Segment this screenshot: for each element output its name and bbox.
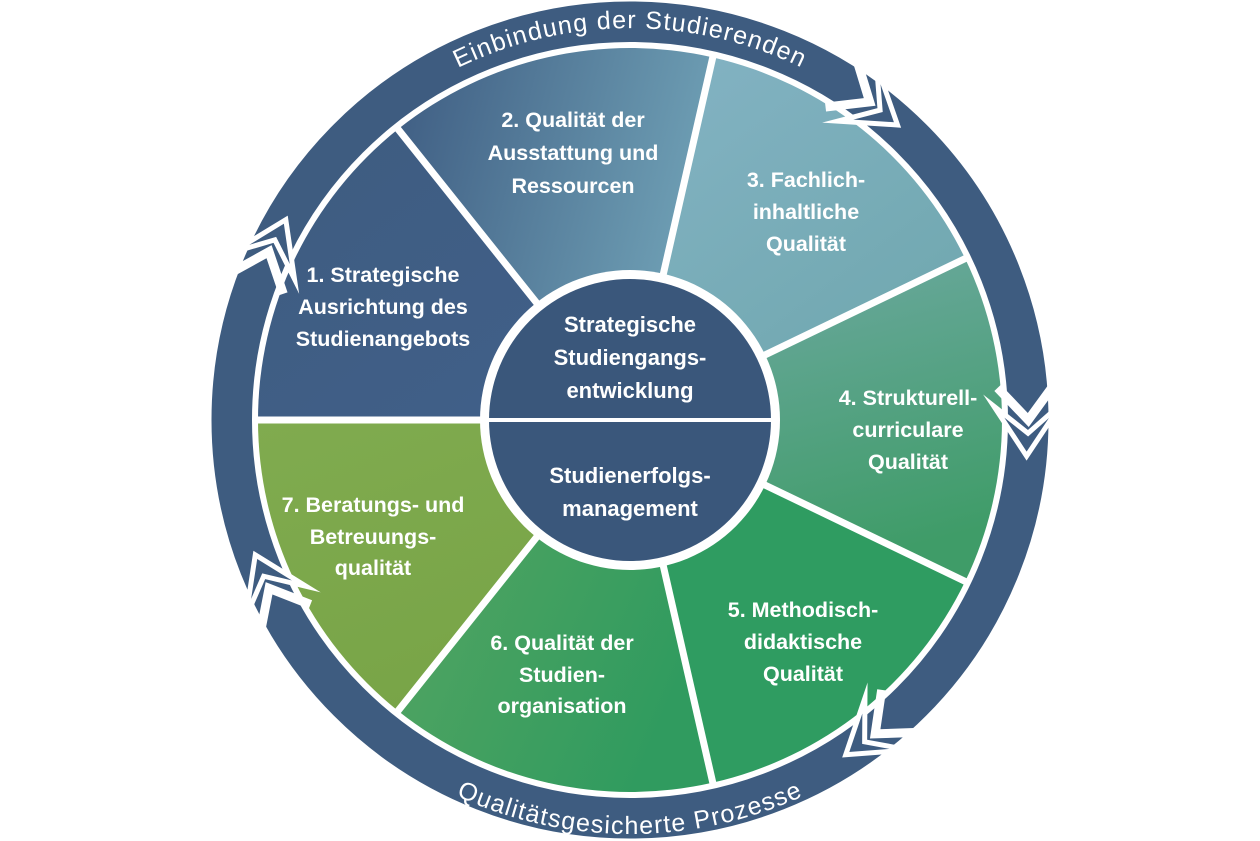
segment-divider-2 xyxy=(392,123,547,315)
segment-divider-3 xyxy=(657,52,718,287)
clockwise-arrowhead-icon-5 xyxy=(214,215,300,294)
segment-divider-4 xyxy=(752,253,971,364)
clockwise-arrowhead-icon-2 xyxy=(983,388,1075,461)
arrow-gap-chevron-1 xyxy=(825,56,876,112)
arrow-gap-chevron-5 xyxy=(226,245,288,296)
arrow-gap-chevron-2 xyxy=(994,380,1060,428)
clockwise-arrowhead-icon-1 xyxy=(822,46,902,128)
hub-bottom-label: Studienerfolgs-management xyxy=(549,463,710,521)
segment-divider-7 xyxy=(392,525,547,717)
segment-4-wedge xyxy=(630,258,1002,582)
segment-divider-6 xyxy=(657,553,718,788)
clockwise-arrowhead-icon-3 xyxy=(842,682,929,758)
arrow-gap-chevron-3 xyxy=(869,689,922,739)
cycle-arrows-layer xyxy=(214,46,1075,758)
segment-dividers-layer xyxy=(254,52,971,788)
segment-divider-5 xyxy=(752,476,971,587)
clockwise-arrowhead-icon-4 xyxy=(240,550,321,637)
arrow-gap-chevron-4 xyxy=(255,582,313,635)
